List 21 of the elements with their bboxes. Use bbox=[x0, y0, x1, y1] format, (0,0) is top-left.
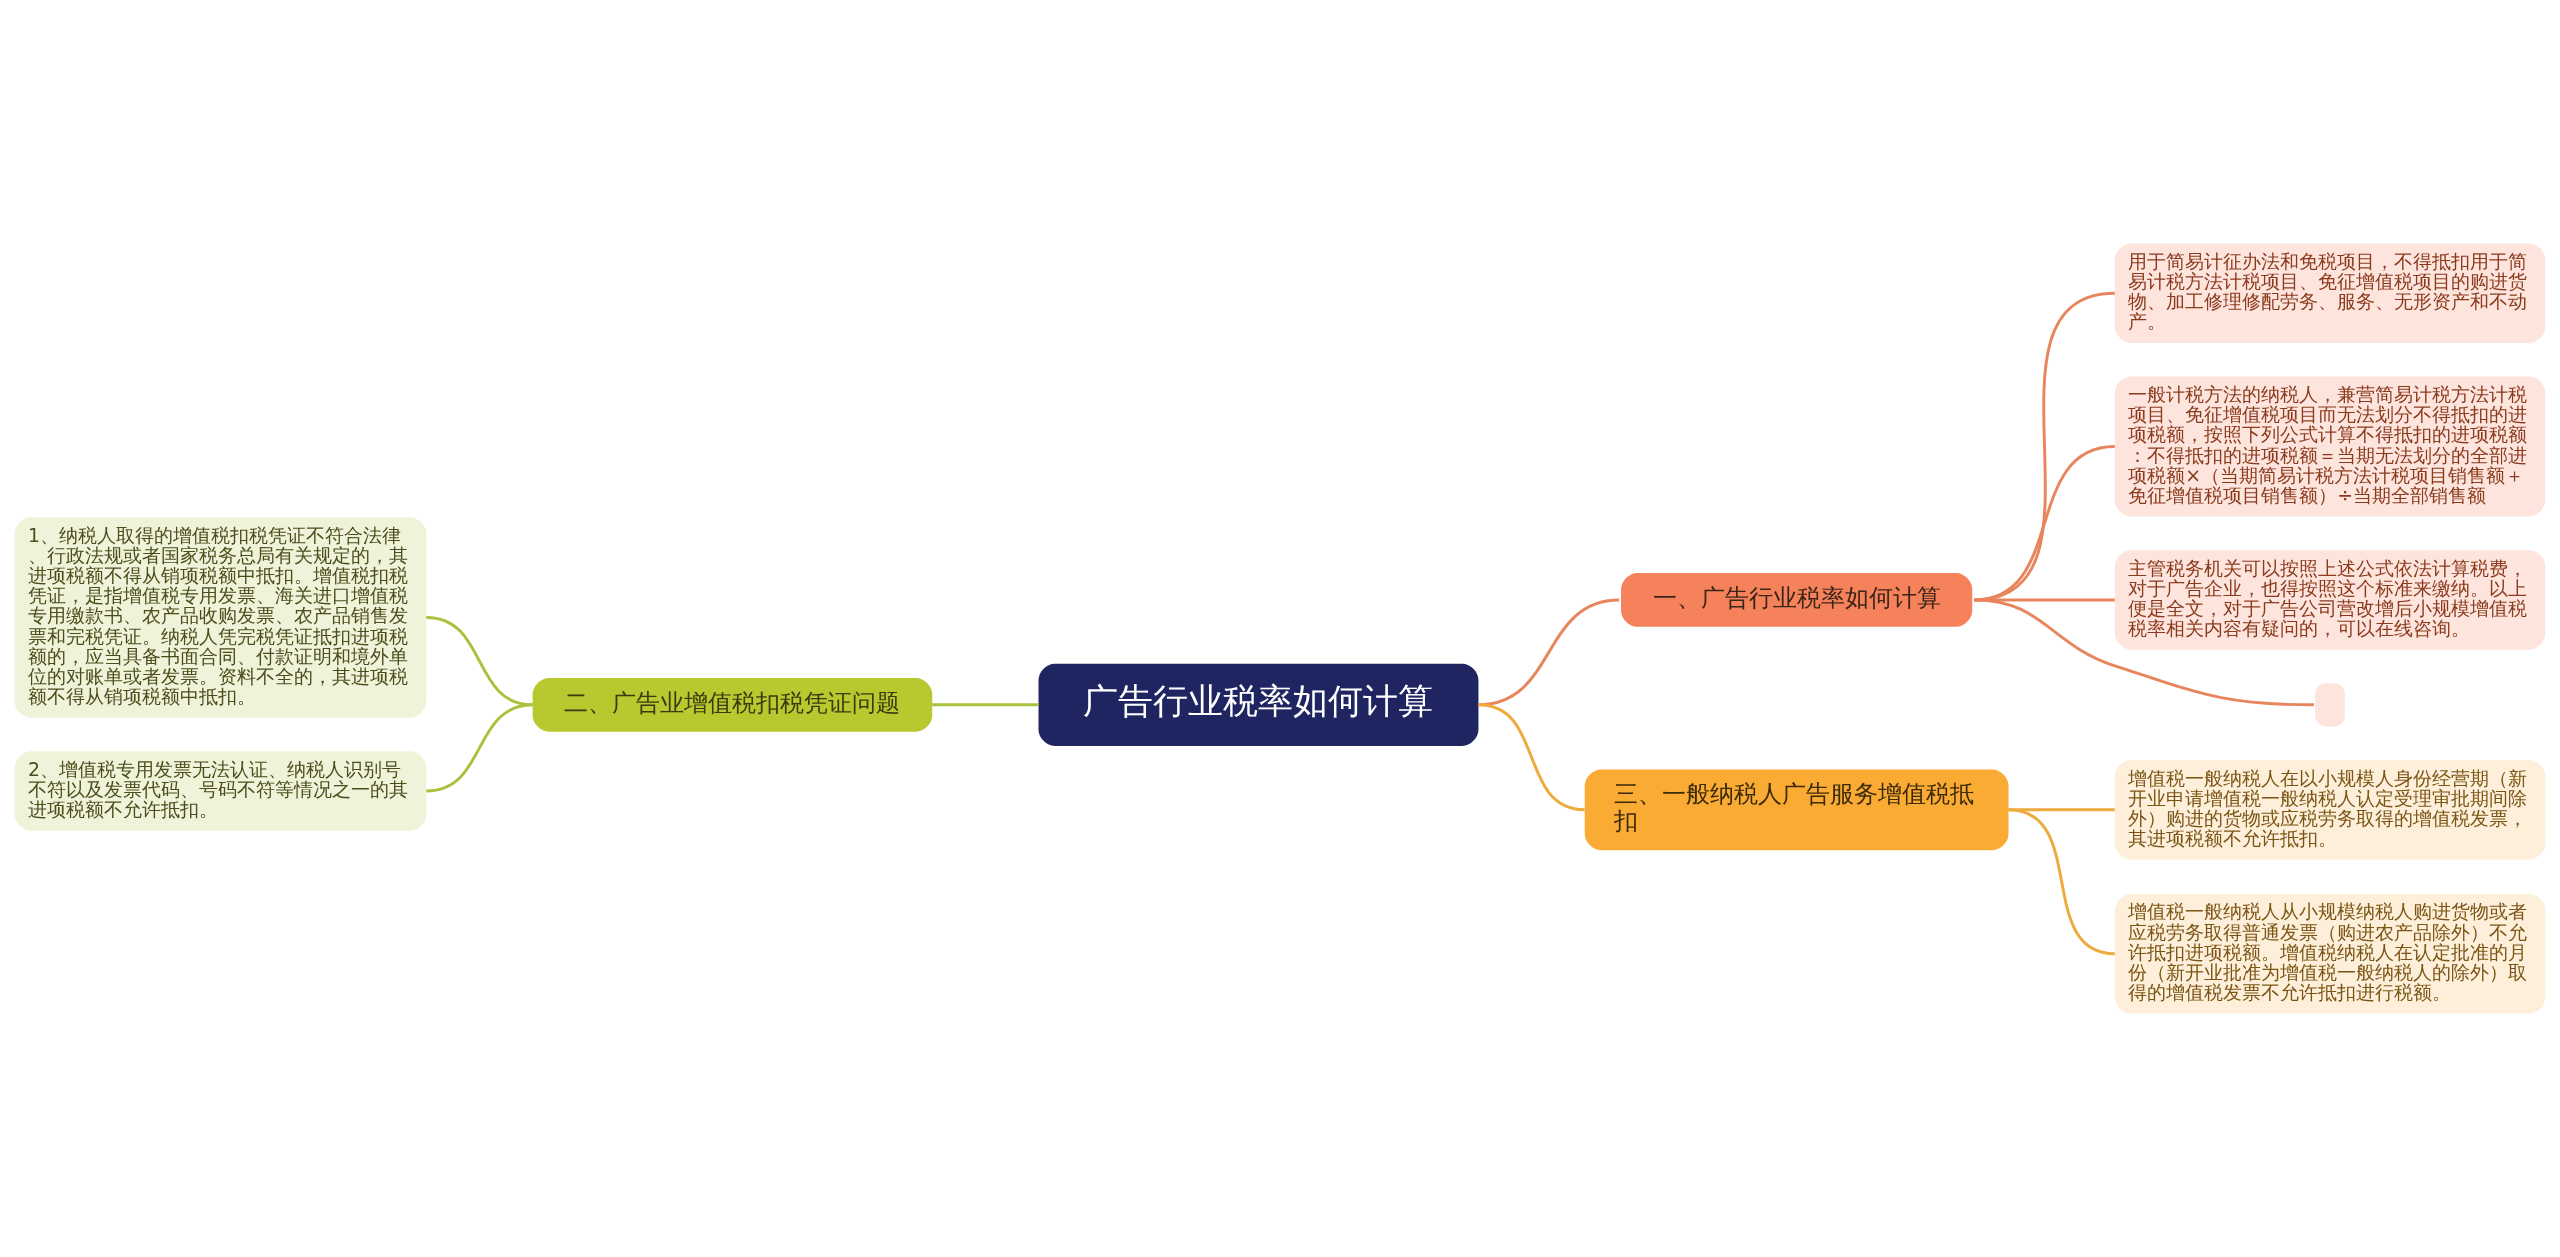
connector bbox=[932, 703, 1039, 707]
connector bbox=[426, 615, 533, 707]
node-box: 二、广告业增值税扣税凭证问题 bbox=[532, 677, 933, 732]
connector bbox=[1974, 598, 2314, 707]
node-box: 用于简易计征办法和免税项目，不得抵扣用于简易计税方法计税项目、免征增值税项目的购进货物、加工修理修配劳务、服务、无形资产和不动产。 bbox=[2114, 243, 2546, 343]
node-box: 一般计税方法的纳税人，兼营简易计税方法计税项目、免征增值税项目而无法划分不得抵扣的进项税额，按照下列公式计算不得抵扣的进项税额：不得抵扣的进项税额＝当期无法划分的全部进项税额×（当期简易计税方法计税项目销售额＋免征增值税项目销售额）÷当期全部销售额 bbox=[2114, 376, 2546, 517]
node-box: 1、纳税人取得的增值税扣税凭证不符合法律、行政法规或者国家税务总局有关规定的，其进项税额不得从销项税额中抵扣。增值税扣税凭证，是指增值税专用发票、海关进口增值税专用缴款书、农产品收购发票、农产品销售发票和完税凭证。纳税人凭完税凭证抵扣进项税额的，应当具备书面合同、付款证明和境外单位的对账单或者发票。资料不全的，其进项税额不得从销项税额中抵扣。 bbox=[14, 517, 427, 718]
node-box bbox=[2315, 683, 2345, 727]
node-box: 增值税一般纳税人从小规模纳税人购进货物或者应税劳务取得普通发票（购进农产品除外）不允许抵扣进项税额。增值税纳税人在认定批准的月份（新开业批准为增值税一般纳税人的除外）取得的增值税发票不允许抵扣进行税额。 bbox=[2114, 893, 2546, 1014]
node-box: 一、广告行业税率如何计算 bbox=[1621, 573, 1973, 627]
connector bbox=[2008, 808, 2116, 956]
connector bbox=[1974, 445, 2116, 602]
node-box: 2、增值税专用发票无法认证、纳税人识别号不符以及发票代码、号码不符等情况之一的其进项税额不允许抵扣。 bbox=[14, 751, 427, 831]
connector bbox=[1974, 598, 2115, 602]
node-box: 增值税一般纳税人在以小规模人身份经营期（新开业申请增值税一般纳税人认定受理审批期间除外）购进的货物或应税劳务取得的增值税发票，其进项税额不允许抵扣。 bbox=[2114, 760, 2546, 860]
node-box: 三、一般纳税人广告服务增值税抵扣 bbox=[1584, 769, 2009, 851]
connector bbox=[426, 703, 533, 793]
node-box: 主管税务机关可以按照上述公式依法计算税费，对于广告企业，也得按照这个标准来缴纳。以上便是全文，对于广告公司营改增后小规模增值税税率相关内容有疑问的，可以在线咨询。 bbox=[2114, 550, 2546, 650]
node-box: 广告行业税率如何计算 bbox=[1038, 663, 1479, 746]
connector bbox=[1973, 291, 2116, 602]
connector bbox=[1478, 703, 1585, 812]
